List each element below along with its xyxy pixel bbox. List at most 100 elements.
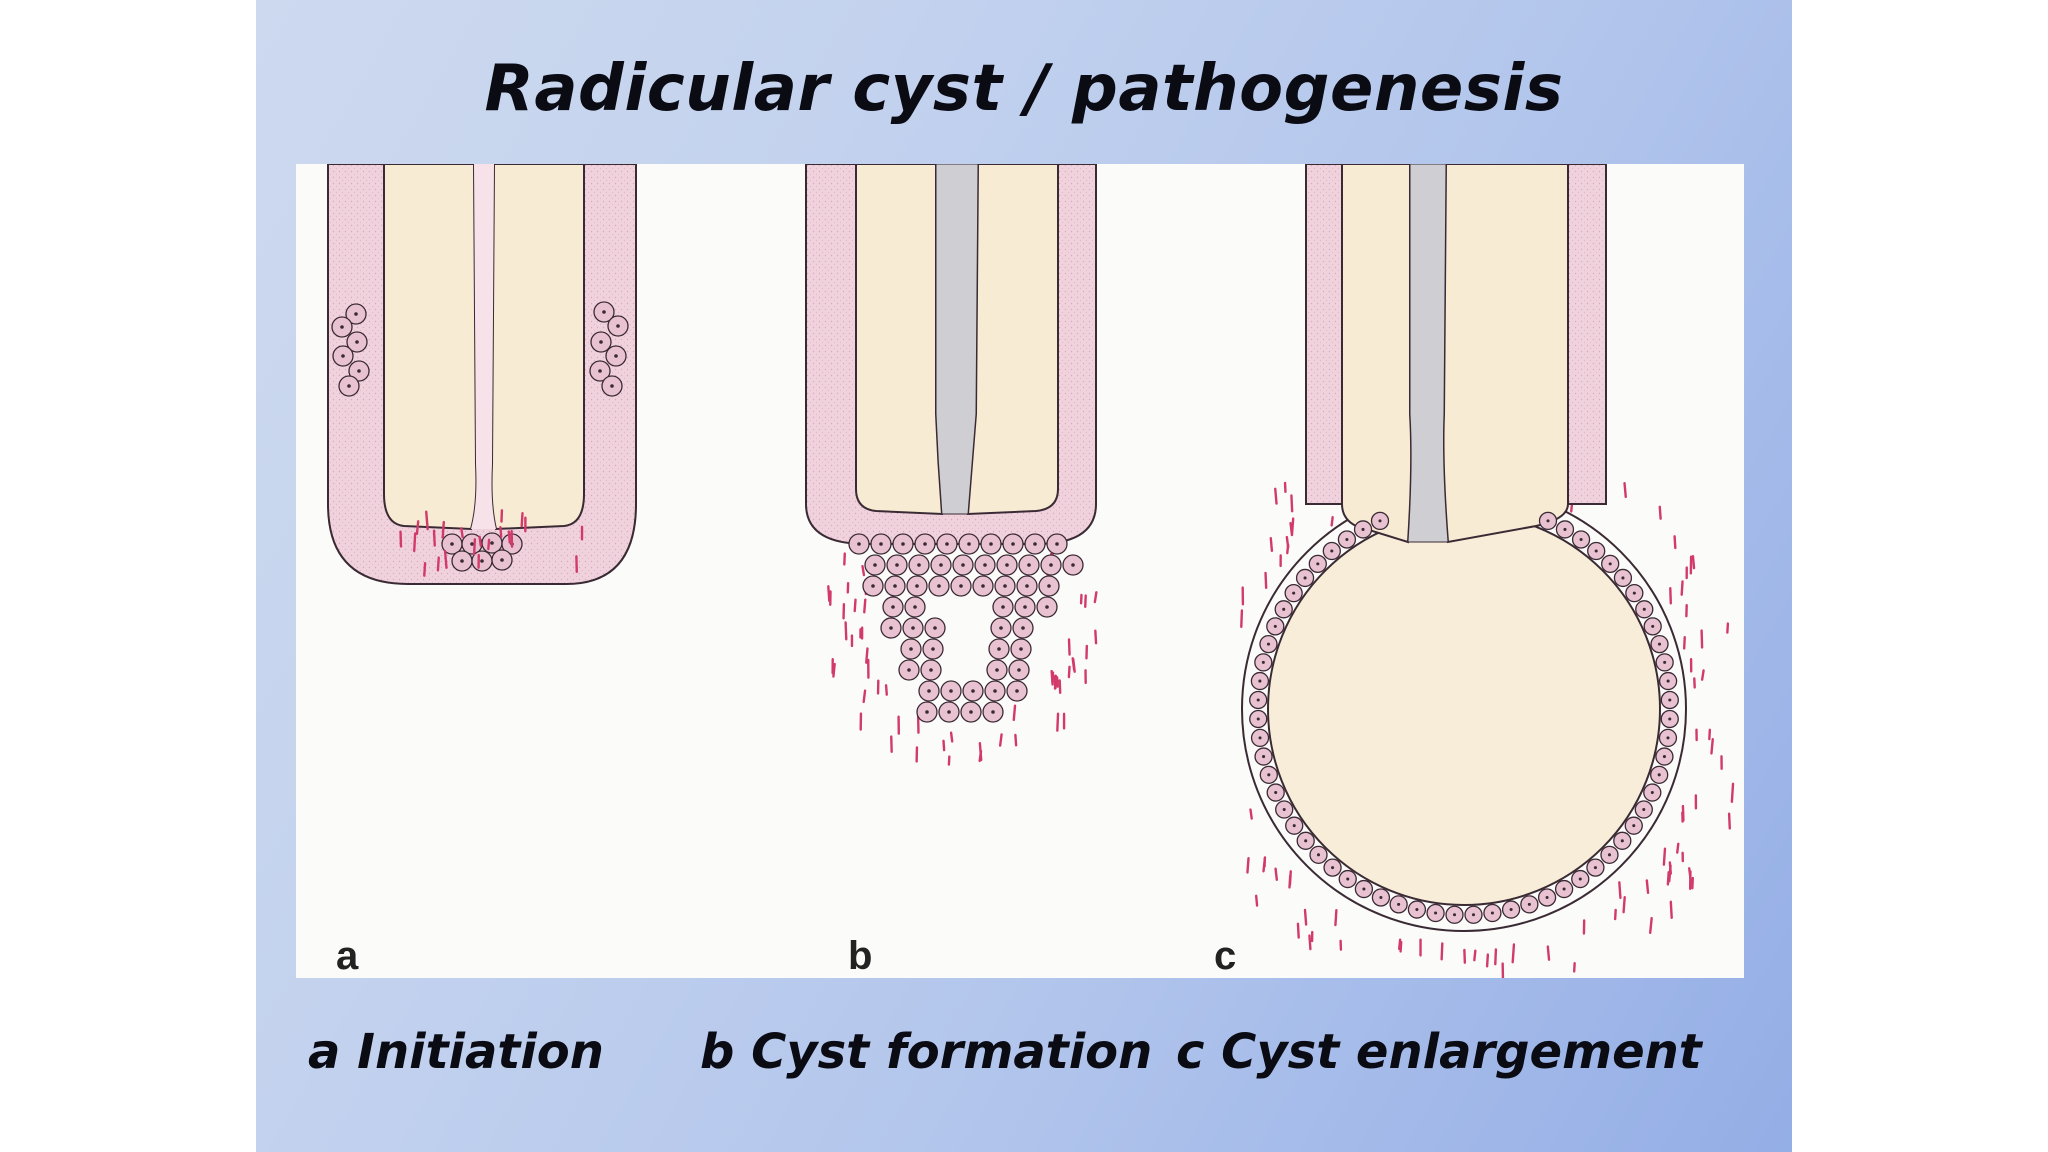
cell-nucleus <box>1434 911 1438 915</box>
cell-nucleus <box>1345 537 1349 542</box>
cell-nucleus <box>1003 584 1007 588</box>
cell-nucleus <box>1256 717 1260 721</box>
cell-nucleus <box>357 369 361 373</box>
cell-nucleus <box>1650 791 1654 795</box>
cell-nucleus <box>999 626 1003 630</box>
cell-nucleus <box>1023 605 1027 609</box>
panel-c-cyst-lumen <box>1267 512 1661 906</box>
inflammatory-mark <box>1053 675 1057 690</box>
inflammatory-mark <box>1494 948 1498 966</box>
cell-nucleus <box>1262 755 1266 759</box>
inflammatory-mark <box>1618 881 1622 900</box>
inflammatory-mark <box>998 733 1003 747</box>
inflammatory-mark <box>499 525 503 538</box>
cell-nucleus <box>1267 773 1271 777</box>
cell-nucleus <box>1027 563 1031 567</box>
cell-nucleus <box>1362 887 1366 891</box>
cell-nucleus <box>1620 839 1624 843</box>
inflammatory-mark <box>1288 874 1292 889</box>
cell-nucleus <box>907 668 911 672</box>
cell-nucleus <box>1545 895 1549 900</box>
cell-nucleus <box>1632 591 1636 595</box>
inflammatory-mark <box>1669 900 1673 920</box>
cell-nucleus <box>1607 853 1612 857</box>
inflammatory-mark <box>1700 669 1705 681</box>
cell-nucleus <box>1452 913 1457 917</box>
panel-c-pulp-canal <box>1407 164 1449 543</box>
caption-cyst-formation: b Cyst formation <box>700 1024 1153 1080</box>
inflammatory-mark <box>443 549 448 569</box>
cell-nucleus <box>967 542 971 546</box>
cell-nucleus <box>1642 607 1646 611</box>
cell-nucleus <box>1017 668 1021 672</box>
cell-nucleus <box>1593 866 1597 870</box>
cell-nucleus <box>931 647 935 651</box>
cell-nucleus <box>1378 519 1382 523</box>
panel-a-left-dentin <box>383 164 478 531</box>
inflammatory-mark <box>1511 943 1516 964</box>
cell-nucleus <box>460 559 464 563</box>
panel-c-left-dentin <box>1341 164 1413 544</box>
cell-nucleus <box>1015 689 1019 693</box>
panel-c-cyst-enlargement-drawing <box>1240 164 1735 978</box>
cell-nucleus <box>997 647 1001 651</box>
cell-nucleus <box>971 689 975 693</box>
cell-nucleus <box>1292 824 1296 828</box>
cell-nucleus <box>1025 584 1029 588</box>
cell-nucleus <box>1632 824 1636 828</box>
cell-nucleus <box>1397 902 1401 906</box>
cell-nucleus <box>1562 887 1566 891</box>
cell-nucleus <box>937 584 941 588</box>
cell-nucleus <box>939 563 943 567</box>
inflammatory-mark <box>832 662 836 678</box>
cell-nucleus <box>1011 542 1015 546</box>
inflammatory-mark <box>1071 657 1076 672</box>
caption-initiation: a Initiation <box>308 1024 604 1080</box>
cell-nucleus <box>1273 624 1277 628</box>
panel-b-left-dentin <box>855 164 944 516</box>
panel-a-right-dentin <box>490 164 585 531</box>
inflammatory-mark <box>415 520 420 536</box>
cell-nucleus <box>857 542 861 546</box>
panel-b-letter: b <box>848 934 873 978</box>
cell-nucleus <box>911 626 915 630</box>
inflammatory-mark <box>1249 808 1253 820</box>
cell-nucleus <box>1621 576 1625 580</box>
inflammatory-mark <box>853 598 857 613</box>
cell-nucleus <box>1608 562 1612 566</box>
inflammatory-mark <box>1262 856 1267 873</box>
pathogenesis-illustration <box>327 164 1735 978</box>
cell-nucleus <box>616 324 620 328</box>
cell-nucleus <box>340 325 344 329</box>
inflammatory-mark <box>1014 733 1018 747</box>
inflammatory-mark <box>1676 842 1680 854</box>
cell-nucleus <box>1642 808 1646 812</box>
cell-nucleus <box>1666 736 1670 740</box>
inflammatory-mark <box>1399 940 1403 953</box>
inflammatory-mark <box>1056 712 1060 732</box>
inflammatory-mark <box>1613 908 1617 921</box>
panel-c-letter: c <box>1214 934 1237 978</box>
inflammatory-mark <box>1274 487 1278 505</box>
cell-nucleus <box>959 584 963 588</box>
cell-nucleus <box>1047 584 1051 588</box>
inflammatory-mark <box>1055 676 1059 688</box>
inflammatory-mark <box>432 529 436 547</box>
inflammatory-mark <box>1269 536 1274 552</box>
cell-nucleus <box>599 340 603 344</box>
cell-nucleus <box>1527 902 1531 906</box>
cell-nucleus <box>450 542 454 546</box>
inflammatory-mark <box>863 598 867 614</box>
panel-c-right-dentin <box>1442 164 1569 544</box>
inflammatory-mark <box>1254 894 1259 907</box>
inflammatory-mark <box>949 731 954 743</box>
inflammatory-mark <box>436 556 440 572</box>
inflammatory-mark <box>1051 671 1055 684</box>
inflammatory-mark <box>1691 554 1696 570</box>
inflammatory-mark <box>1058 679 1062 694</box>
inflammatory-mark <box>1246 856 1250 874</box>
inflammatory-mark <box>1240 609 1244 629</box>
cell-nucleus <box>893 584 897 588</box>
cell-nucleus <box>1304 839 1308 843</box>
cell-nucleus <box>480 559 484 563</box>
